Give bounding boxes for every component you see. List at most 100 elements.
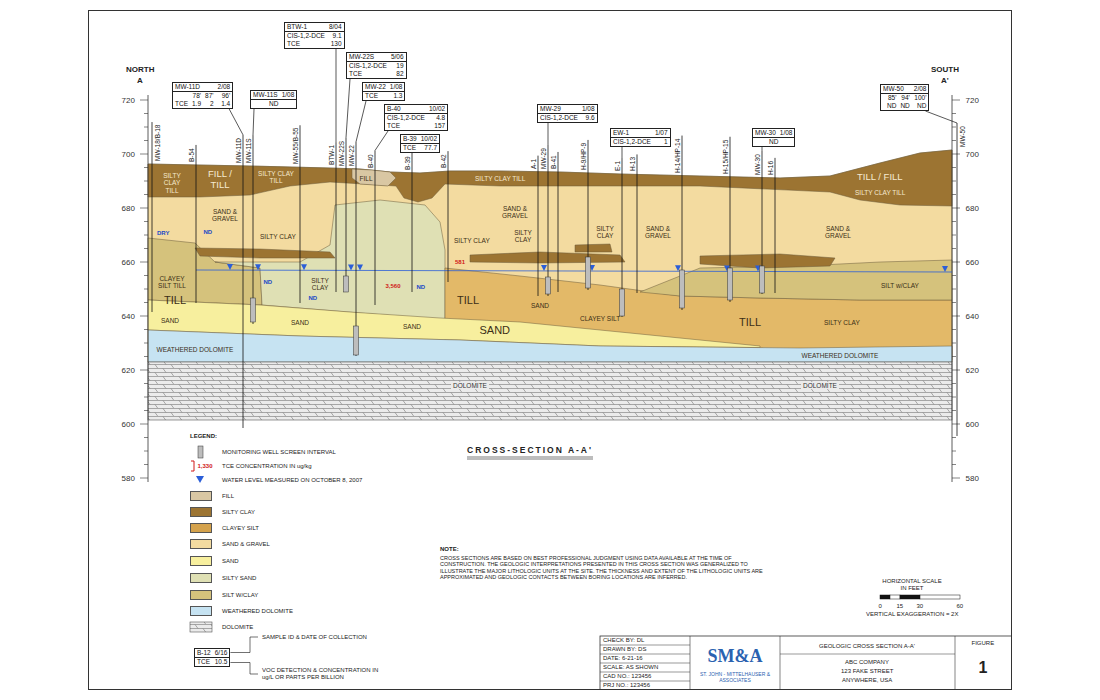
sand-gravel-unit [148, 150, 952, 362]
boring-line [336, 142, 337, 292]
dolomite-unit [148, 362, 952, 420]
well-screen [620, 289, 625, 316]
unit-label: SILTY CLAY TILL [159, 172, 185, 194]
drawing-frame [89, 11, 1012, 690]
text-label: HORIZONTAL SCALE IN FEET [880, 578, 944, 592]
sample-callout: MW-291/08CIS-1,2-DCE9.6 [537, 104, 598, 123]
axis-tick [952, 275, 956, 276]
silty-sand-unit [215, 200, 445, 320]
legend-swatch [190, 491, 212, 501]
callout-text: TCE [287, 40, 300, 47]
direction-label: A [137, 76, 143, 85]
callout-text: 1.9 [192, 100, 201, 107]
callout-text: 130 [331, 40, 342, 47]
unit-label: SAND & GRAVEL [820, 225, 856, 240]
unit-label: SAND & GRAVEL [497, 205, 533, 220]
legend-label: SAND & GRAVEL [222, 541, 270, 548]
title-underline [467, 459, 593, 460]
well-screen [354, 326, 359, 355]
callout-text: 1 [664, 138, 668, 145]
elevation-label: 720 [966, 96, 979, 105]
boring-line [558, 152, 559, 292]
water-level-symbol [348, 264, 354, 270]
callout-text: 1/08 [780, 129, 793, 136]
elevation-label: 580 [122, 474, 135, 483]
logo-text: ST. JOHN - MITTELHAUSER & ASSOCIATES [692, 672, 778, 684]
axis-tick [144, 437, 148, 438]
sample-callout: BTW-18/04CIS-1,2-DCE9.1TCE130 [284, 22, 345, 49]
callout-text: ND [269, 100, 278, 107]
axis-tick [952, 356, 956, 357]
water-level-symbol [357, 264, 363, 270]
axis-tick [952, 316, 960, 317]
scale-segment [920, 595, 960, 599]
unit-label: SILTY CLAY [260, 233, 296, 240]
elevation-label: 620 [122, 366, 135, 375]
weathered-dolomite-unit [148, 330, 952, 362]
unit-label: SAND & GRAVEL [207, 208, 243, 223]
concentration-label: 1,330 [198, 463, 213, 470]
boring-line [243, 135, 244, 428]
callout-text: MW-11S [253, 91, 278, 98]
callout-text: TCE [365, 92, 378, 99]
legend-label: MONITORING WELL SCREEN INTERVAL [222, 449, 336, 456]
axis-tick [952, 235, 956, 236]
axis-tick [952, 262, 960, 263]
legend-label: FILL [222, 493, 234, 500]
boring-line [548, 145, 549, 296]
callout-text: 2 [210, 100, 214, 107]
axis-tick [144, 127, 148, 128]
well-screen [586, 257, 591, 288]
callout-text: 1.4 [221, 100, 230, 107]
unit-label: FILL [360, 175, 373, 182]
boring-label: H-16 [767, 161, 774, 175]
callout-text: 94' [901, 94, 909, 101]
water-level-line [196, 270, 952, 272]
axis-tick [952, 181, 956, 182]
callout-text: BTW-1 [287, 23, 307, 30]
unit-label: TILL / FILL [857, 172, 903, 183]
title-block-rule [600, 681, 690, 682]
callout-text: 10.5 [215, 658, 228, 665]
title-block-rule [600, 654, 690, 655]
sample-callout: MW-11D2/0878'87'96'TCE1.921.4 [172, 82, 233, 109]
axis-tick [952, 329, 956, 330]
text-label: 0 [879, 603, 882, 610]
axis-tick [952, 194, 956, 195]
callout-text: ND [769, 138, 778, 145]
elevation-label: 580 [966, 474, 979, 483]
callout-text: 1/07 [655, 129, 668, 136]
section-title: CROSS-SECTION A-A' [467, 446, 593, 456]
unit-label: SILTY CLAY [824, 319, 860, 326]
title-block [600, 636, 1012, 690]
axis-tick [144, 451, 148, 452]
axis-tick [952, 248, 956, 249]
callout-text: 9.1 [333, 32, 342, 39]
key-leader [230, 663, 258, 675]
boring-line [775, 158, 776, 293]
callout-text: 2/08 [914, 85, 927, 92]
axis-tick [952, 464, 956, 465]
unit-label: WEATHERED DOLOMITE [157, 346, 234, 353]
callout-text: TCE [403, 144, 416, 151]
axis-tick [144, 356, 148, 357]
sample-callout: MW-22S5/06CIS-1,2-DCE19TCE82 [346, 52, 407, 79]
well-screen [728, 268, 733, 300]
axis-tick [952, 302, 956, 303]
title-block-rule [600, 645, 690, 646]
callout-text: ND [887, 102, 896, 109]
title-block-rule [955, 636, 956, 690]
well-screen [251, 298, 256, 322]
unit-label: CLAYEY SILT TILL [155, 275, 189, 290]
axis-tick [144, 194, 148, 195]
boring-line [412, 153, 413, 292]
text-label: 60 [957, 603, 964, 610]
elevation-label: 660 [122, 258, 135, 267]
unit-label: SILTY CLAY [593, 225, 617, 240]
axis-tick [144, 302, 148, 303]
axis-tick [144, 113, 148, 114]
leader-line [356, 101, 366, 142]
boring-label: MW-11D [235, 138, 242, 163]
boring-label: H-9/HP-9 [580, 143, 587, 170]
scale-segment [890, 595, 900, 599]
